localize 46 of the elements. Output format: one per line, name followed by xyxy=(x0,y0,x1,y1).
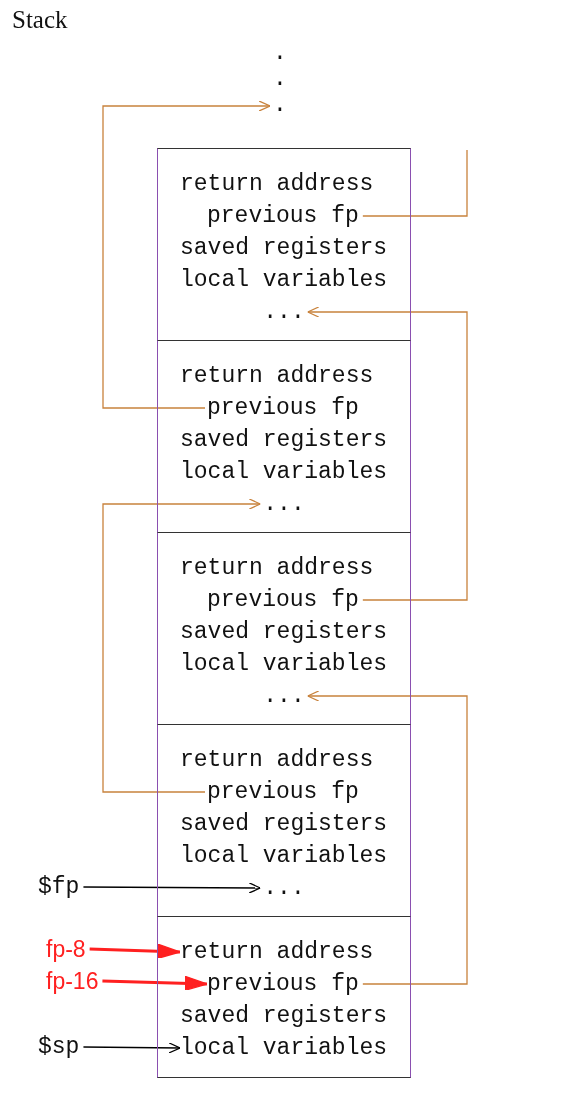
pointer-label: $sp xyxy=(38,1033,80,1061)
ellipsis-dot: . xyxy=(272,40,288,66)
stack-slot-label: saved registers xyxy=(180,426,388,454)
stack-slot-label: return address xyxy=(180,938,374,966)
stack-slot-label: previous fp xyxy=(207,778,359,806)
pointer-arrow xyxy=(102,975,208,991)
title: Stack xyxy=(12,6,68,34)
stack-slot-label: return address xyxy=(180,554,374,582)
stack-slot-label: local variables xyxy=(180,266,388,294)
stack-frame-box xyxy=(157,340,411,532)
stack-slot-label: local variables xyxy=(180,458,388,486)
stack-slot-label: return address xyxy=(180,362,374,390)
stack-slot-label: saved registers xyxy=(180,810,388,838)
stack-slot-label: return address xyxy=(180,170,374,198)
stack-slot-label: ... xyxy=(260,682,308,710)
stack-slot-label: ... xyxy=(260,490,308,518)
stack-frame-box xyxy=(157,724,411,916)
stack-frame-box xyxy=(157,916,411,1078)
pointer-arrow xyxy=(82,882,261,894)
pointer-arrow xyxy=(102,100,271,409)
stack-slot-label: saved registers xyxy=(180,234,388,262)
stack-slot-label: local variables xyxy=(180,842,388,870)
pointer-arrow xyxy=(82,1042,181,1054)
pointer-arrow xyxy=(307,306,468,601)
stack-frame-box xyxy=(157,148,411,340)
stack-slot-label: ... xyxy=(260,874,308,902)
stack-slot-label: local variables xyxy=(180,1034,388,1062)
pointer-arrow xyxy=(102,498,261,793)
stack-slot-label: previous fp xyxy=(207,970,359,998)
stack-slot-label: local variables xyxy=(180,650,388,678)
connector-line xyxy=(362,149,468,217)
stack-frame-box xyxy=(157,532,411,724)
ellipsis-dot: . xyxy=(272,92,288,118)
pointer-label: fp-8 xyxy=(46,935,86,963)
pointer-label: fp-16 xyxy=(46,967,99,995)
stack-slot-label: return address xyxy=(180,746,374,774)
pointer-label: $fp xyxy=(38,873,80,901)
stack-slot-label: ... xyxy=(260,298,308,326)
pointer-arrow xyxy=(89,943,181,959)
stack-slot-label: previous fp xyxy=(207,394,359,422)
stack-slot-label: saved registers xyxy=(180,1002,388,1030)
ellipsis-dot: . xyxy=(272,66,288,92)
pointer-arrow xyxy=(307,690,468,985)
stack-slot-label: previous fp xyxy=(207,586,359,614)
stack-slot-label: previous fp xyxy=(207,202,359,230)
stack-slot-label: saved registers xyxy=(180,618,388,646)
